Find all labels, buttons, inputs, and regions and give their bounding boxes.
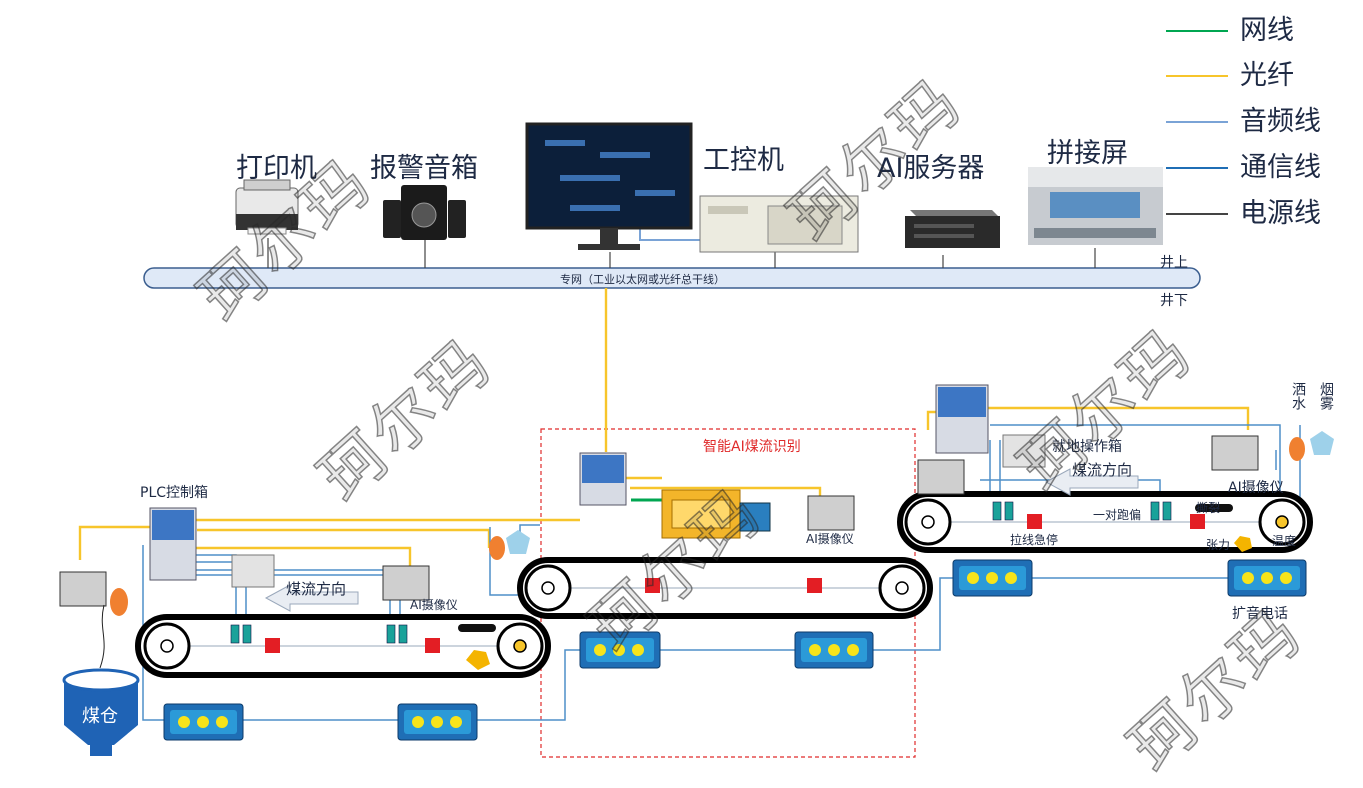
label-ipc: 工控机 — [703, 145, 784, 176]
legend-label: 电源线 — [1240, 198, 1321, 229]
label-tear: 撕裂 — [1196, 501, 1221, 515]
legend-swatch — [1166, 75, 1228, 77]
label-ai-camera-left: AI摄像仪 — [410, 598, 458, 612]
legend-swatch — [1166, 213, 1228, 215]
device-drops — [267, 238, 1096, 268]
legend-label: 光纤 — [1240, 60, 1294, 91]
legend-item-net: 网线 — [1160, 8, 1360, 46]
label-alarm-speaker: 报警音箱 — [370, 153, 478, 184]
printer-icon — [235, 179, 299, 235]
label-smoke: 烟雾 — [1318, 382, 1334, 410]
label-above-ground: 井上 — [1160, 255, 1188, 271]
monitor-icon — [525, 122, 693, 250]
junction-box-icon — [231, 434, 1046, 588]
legend-label: 通信线 — [1240, 152, 1321, 183]
sprinkler-icon — [489, 536, 505, 560]
legend-item-power: 电源线 — [1160, 191, 1360, 229]
label-plc-box: PLC控制箱 — [140, 485, 209, 501]
label-temperature: 温度 — [1272, 534, 1297, 548]
label-ai-camera-mid: AI摄像仪 — [806, 532, 854, 546]
pull-stop-sensors — [265, 514, 1205, 653]
fiber-lines — [78, 288, 1250, 568]
label-ai-server: AI服务器 — [877, 153, 985, 184]
flow-arrow-left — [264, 584, 359, 612]
smoke-sensor-icon — [1310, 431, 1334, 455]
sprinkler-icon — [110, 588, 128, 616]
label-sprinkler: 洒水 — [1290, 382, 1306, 410]
camera-icons — [59, 435, 1259, 607]
legend-label: 音频线 — [1240, 106, 1321, 137]
legend-label: 网线 — [1240, 15, 1294, 46]
sprinkler-icon — [1289, 437, 1305, 461]
legend-item-comm: 通信线 — [1160, 145, 1360, 183]
label-ai-camera-right: AI摄像仪 — [1228, 480, 1284, 496]
tension-sensor — [1234, 536, 1252, 552]
local-box-icon — [935, 384, 989, 454]
speaker-icon — [383, 185, 466, 240]
legend-swatch — [1166, 30, 1228, 32]
belt-1 — [135, 614, 551, 678]
legend-swatch — [1166, 121, 1228, 123]
label-flow-dir-right: 煤流方向 — [1072, 461, 1133, 479]
belt-2 — [517, 557, 933, 619]
label-coal-bin: 煤仓 — [82, 706, 118, 727]
smoke-sensor-icon — [506, 530, 530, 554]
plc-box-icon — [149, 507, 197, 581]
tear-sensor — [1195, 504, 1233, 512]
legend-item-audio: 音频线 — [1160, 99, 1360, 137]
bus-label: 专网（工业以太网或光纤总干线） — [560, 273, 725, 286]
label-flow-dir-left: 煤流方向 — [286, 580, 347, 598]
pa-phones — [163, 559, 1307, 741]
splice-screen-icon — [1028, 167, 1163, 245]
label-pull-stop: 拉线急停 — [1010, 533, 1059, 547]
flow-arrow-right — [1044, 468, 1139, 496]
network-bus — [143, 267, 1201, 289]
label-pa-phone: 扩音电话 — [1232, 606, 1288, 622]
system-diagram — [59, 122, 1334, 758]
label-tension: 张力 — [1206, 538, 1231, 552]
industrial-pc-icon — [699, 195, 859, 253]
deviation-sensors — [230, 501, 1172, 644]
label-deviation: 一对跑偏 — [1093, 508, 1142, 522]
label-local-box: 就地操作箱 — [1052, 439, 1122, 455]
tear-sensor — [458, 624, 496, 632]
coal-bin-icon — [62, 668, 140, 756]
label-printer: 打印机 — [236, 153, 317, 184]
ai-server-icon — [905, 210, 1000, 248]
legend-swatch — [1166, 167, 1228, 169]
tension-sensor — [466, 650, 490, 670]
legend-item-fiber: 光纤 — [1160, 53, 1360, 91]
ai-host-box-icon — [579, 452, 627, 506]
ai-zone-title: 智能AI煤流识别 — [703, 439, 801, 455]
mining-machine-icon — [661, 489, 771, 539]
label-splice-screen: 拼接屏 — [1047, 138, 1128, 169]
label-below-ground: 井下 — [1160, 293, 1188, 309]
